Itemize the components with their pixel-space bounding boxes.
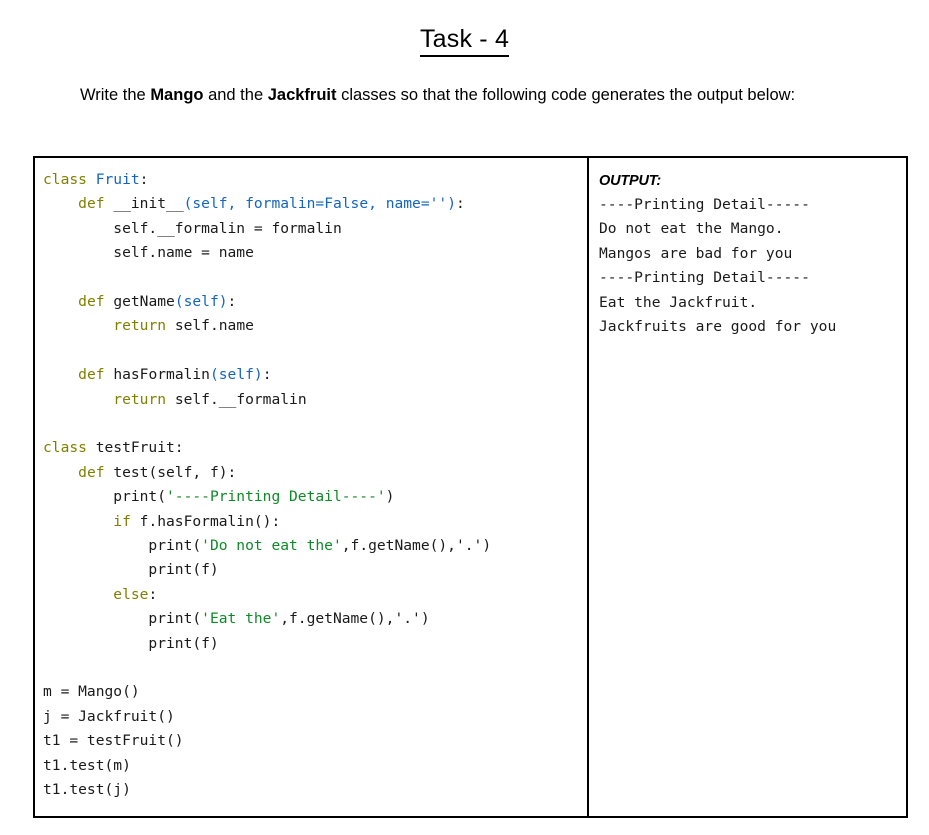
code-token: ) — [385, 488, 395, 506]
code-token: self.__formalin = formalin — [43, 219, 342, 237]
code-token: : — [262, 366, 272, 384]
code-token: def — [78, 463, 114, 481]
code-token: '----Printing Detail----' — [166, 488, 386, 506]
code-token: Fruit — [95, 171, 140, 188]
code-token: self.name — [174, 317, 254, 335]
code-token: ,f.getName(), — [341, 537, 456, 555]
code-token: : — [455, 195, 465, 213]
code-token — [43, 513, 113, 530]
output-pane: OUTPUT: ----Printing Detail----- Do not … — [589, 158, 906, 816]
code-token: else — [113, 585, 149, 603]
code-token: : — [139, 171, 149, 188]
code-token — [43, 195, 78, 212]
prompt-text-suffix: classes so that the following code gener… — [336, 86, 796, 104]
code-token — [43, 317, 113, 334]
output-text: ----Printing Detail----- Do not eat the … — [599, 196, 837, 336]
code-pane: class Fruit: def __init__(self, formalin… — [35, 158, 589, 816]
code-token: print( — [43, 610, 202, 628]
code-token: '.' — [455, 537, 483, 555]
code-token: t1.test(j) — [43, 781, 131, 799]
prompt-text-prefix: Write the — [80, 86, 151, 104]
code-token: : — [148, 585, 158, 603]
code-token: (self) — [174, 293, 228, 311]
code-token: class — [43, 171, 96, 188]
code-token: getName — [113, 293, 175, 311]
code-token: print( — [43, 488, 167, 506]
code-token: self.__formalin — [174, 390, 307, 408]
code-token: __init__ — [113, 195, 184, 213]
code-token: testFruit: — [95, 439, 184, 457]
code-token: (self) — [209, 366, 263, 384]
code-token: m = Mango() — [43, 683, 140, 701]
code-token — [43, 293, 78, 310]
code-token — [43, 366, 78, 383]
code-token: hasFormalin — [113, 366, 210, 384]
code-token: ) — [420, 610, 430, 628]
code-output-table: class Fruit: def __init__(self, formalin… — [33, 156, 908, 818]
code-line-blank — [43, 266, 587, 290]
code-token: test(self, f): — [113, 463, 237, 481]
page-title: Task - 4 — [419, 24, 510, 57]
code-token: f.hasFormalin(): — [139, 512, 281, 530]
code-token — [43, 464, 78, 481]
prompt-bold-jackfruit: Jackfruit — [267, 86, 337, 104]
code-line-blank — [43, 656, 587, 680]
code-token: def — [78, 195, 114, 213]
code-token: def — [78, 293, 114, 311]
code-token: 'Eat the' — [201, 610, 281, 628]
code-line-blank — [43, 339, 587, 363]
code-token: if — [113, 512, 140, 530]
code-token: def — [78, 366, 114, 384]
code-token: t1.test(m) — [43, 756, 131, 774]
code-token: return — [113, 317, 175, 335]
code-token — [43, 391, 113, 408]
code-token: print(f) — [43, 561, 219, 579]
code-token: j = Jackfruit() — [43, 707, 175, 725]
code-token: ,f.getName(), — [280, 610, 395, 628]
code-token — [43, 586, 113, 603]
code-token: print(f) — [43, 634, 219, 652]
title-row: Task - 4 — [0, 0, 929, 57]
code-token: class — [43, 439, 96, 457]
code-token: ) — [482, 537, 492, 555]
code-token: 'Do not eat the' — [201, 537, 342, 555]
code-line-blank — [43, 412, 587, 436]
code-block: class Fruit: def __init__(self, formalin… — [43, 168, 587, 803]
code-token: '.' — [394, 610, 421, 628]
code-token: (self, formalin=False, name='') — [183, 195, 456, 213]
code-token: return — [113, 390, 175, 408]
prompt-text-middle: and the — [203, 86, 268, 104]
task-prompt: Write the Mango and the Jackfruit classe… — [80, 82, 840, 109]
code-token: print( — [43, 537, 202, 555]
code-token: self.name = name — [43, 244, 254, 262]
code-token: t1 = testFruit() — [43, 732, 184, 750]
code-token: : — [227, 293, 237, 311]
prompt-bold-mango: Mango — [150, 86, 204, 104]
output-heading: OUTPUT: — [599, 173, 661, 189]
